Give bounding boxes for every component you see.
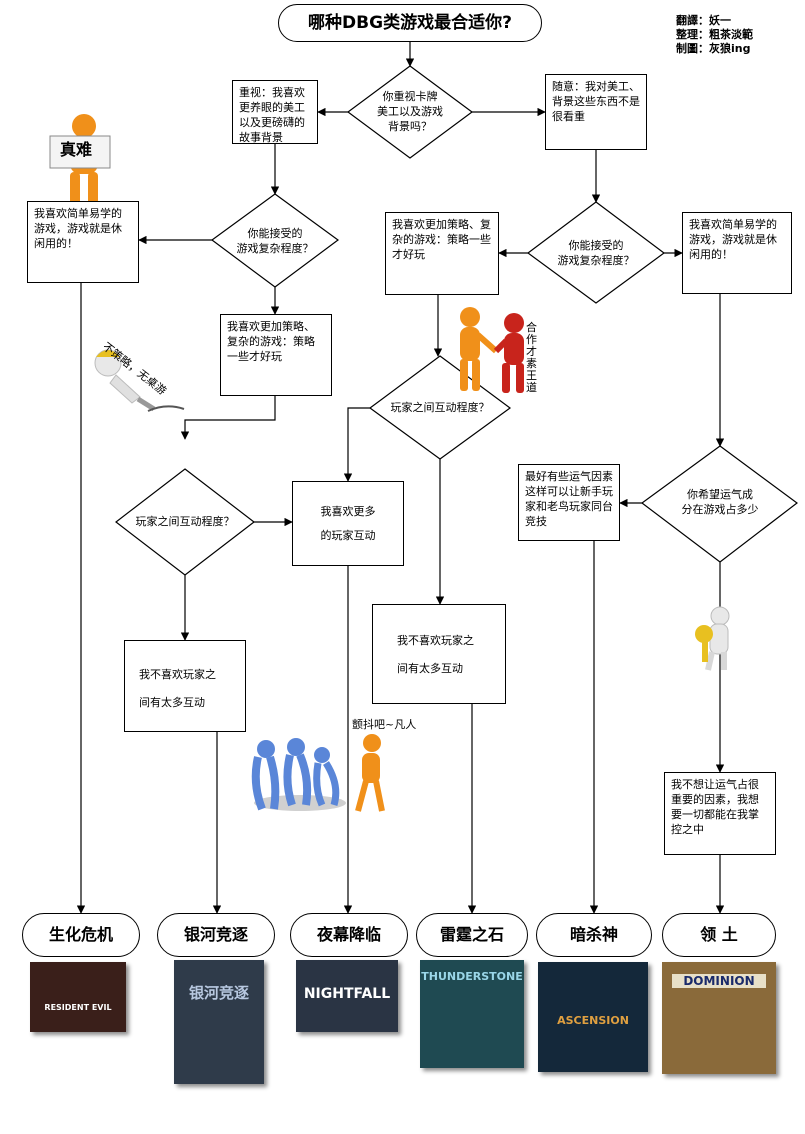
- box-no-interaction-left: 我不喜欢玩家之 间有太多互动: [124, 640, 246, 732]
- game-nightfall: 夜幕降临: [290, 913, 408, 957]
- diamond-text-complexity-right: 你能接受的 游戏复杂程度？: [557, 239, 635, 267]
- decision-interaction-mid: [368, 355, 512, 460]
- cover-race-for-galaxy: 银河竞逐: [174, 960, 264, 1084]
- decision-complexity-left: [210, 193, 340, 288]
- credit-draw: 制圖：灰狼ing: [676, 42, 751, 55]
- game-resident-evil: 生化危机: [22, 913, 140, 957]
- page-title: 哪种DBG类游戏最合适你?: [278, 4, 542, 42]
- diamond-text-luck: 你希望运气成 分在游戏占多少: [681, 488, 759, 516]
- cover-dominion: DOMINION: [662, 962, 776, 1074]
- cover-ascension: ASCENSION: [538, 962, 648, 1072]
- figure-tremble: [251, 734, 385, 812]
- box-strategy-right: 我喜欢更加策略、复杂的游戏：策略一些才好玩: [385, 212, 499, 295]
- hard-sign-label: 真难: [60, 140, 93, 159]
- cover-resident-evil: RESIDENT EVIL: [30, 962, 126, 1032]
- diamond-text-complexity-left: 你能接受的 游戏复杂程度？: [236, 227, 314, 255]
- game-ascension: 暗杀神: [536, 913, 652, 957]
- game-race-for-galaxy: 银河竞逐: [157, 913, 275, 957]
- game-dominion: 领 土: [662, 913, 776, 957]
- box-strategy-mid: 我喜欢更加策略、复杂的游戏：策略一些才好玩: [220, 314, 332, 396]
- figure-hard-sign: [49, 114, 111, 206]
- cover-nightfall: NIGHTFALL: [296, 960, 398, 1032]
- figure-cooperate: [460, 307, 524, 393]
- credit-translate: 翻譯：妖一: [676, 14, 731, 27]
- game-thunderstone: 雷霆之石: [416, 913, 528, 957]
- credit-organize: 整理：粗茶淡範: [676, 28, 753, 41]
- figure-key: [695, 606, 730, 671]
- diamond-text-interaction-mid: 玩家之间互动程度？: [390, 401, 490, 414]
- cover-thunderstone: THUNDERSTONE: [420, 960, 524, 1068]
- connector-lines: [76, 42, 725, 914]
- box-luck-some: 最好有些运气因素这样可以让新手玩家和老鸟玩家同台竞技: [518, 464, 620, 541]
- decision-luck: [640, 445, 798, 563]
- diamond-text-interaction-left: 玩家之间互动程度？: [135, 515, 235, 528]
- cooperate-label: 合作才素王道: [526, 321, 537, 394]
- box-luck-none: 我不想让运气占很重要的因素，我想要一切都能在我掌控之中: [664, 772, 776, 855]
- decision-interaction-left: [115, 468, 255, 576]
- diamond-text-art: 你重视卡牌 美工以及游戏 背景吗？: [377, 90, 443, 133]
- box-no-interaction-mid: 我不喜欢玩家之 间有太多互动: [372, 604, 506, 704]
- box-art-important: 重视：我喜欢更养眼的美工以及更磅礴的故事背景: [232, 80, 318, 144]
- decision-diamonds: [115, 65, 798, 576]
- tremble-label: 颤抖吧~凡人: [352, 718, 417, 731]
- box-more-interaction: 我喜欢更多 的玩家互动: [292, 481, 404, 566]
- figure-no-strategy: [94, 349, 185, 412]
- decision-complexity-right: [526, 201, 666, 304]
- box-simple-left: 我喜欢简单易学的游戏，游戏就是休闲用的！: [27, 201, 139, 283]
- box-art-casual: 随意：我对美工、背景这些东西不是很看重: [545, 74, 647, 150]
- credits: 翻譯：妖一 整理：粗茶淡範 制圖：灰狼ing: [676, 14, 753, 56]
- decision-art-importance: [346, 65, 474, 159]
- box-simple-right: 我喜欢简单易学的游戏，游戏就是休闲用的！: [682, 212, 792, 294]
